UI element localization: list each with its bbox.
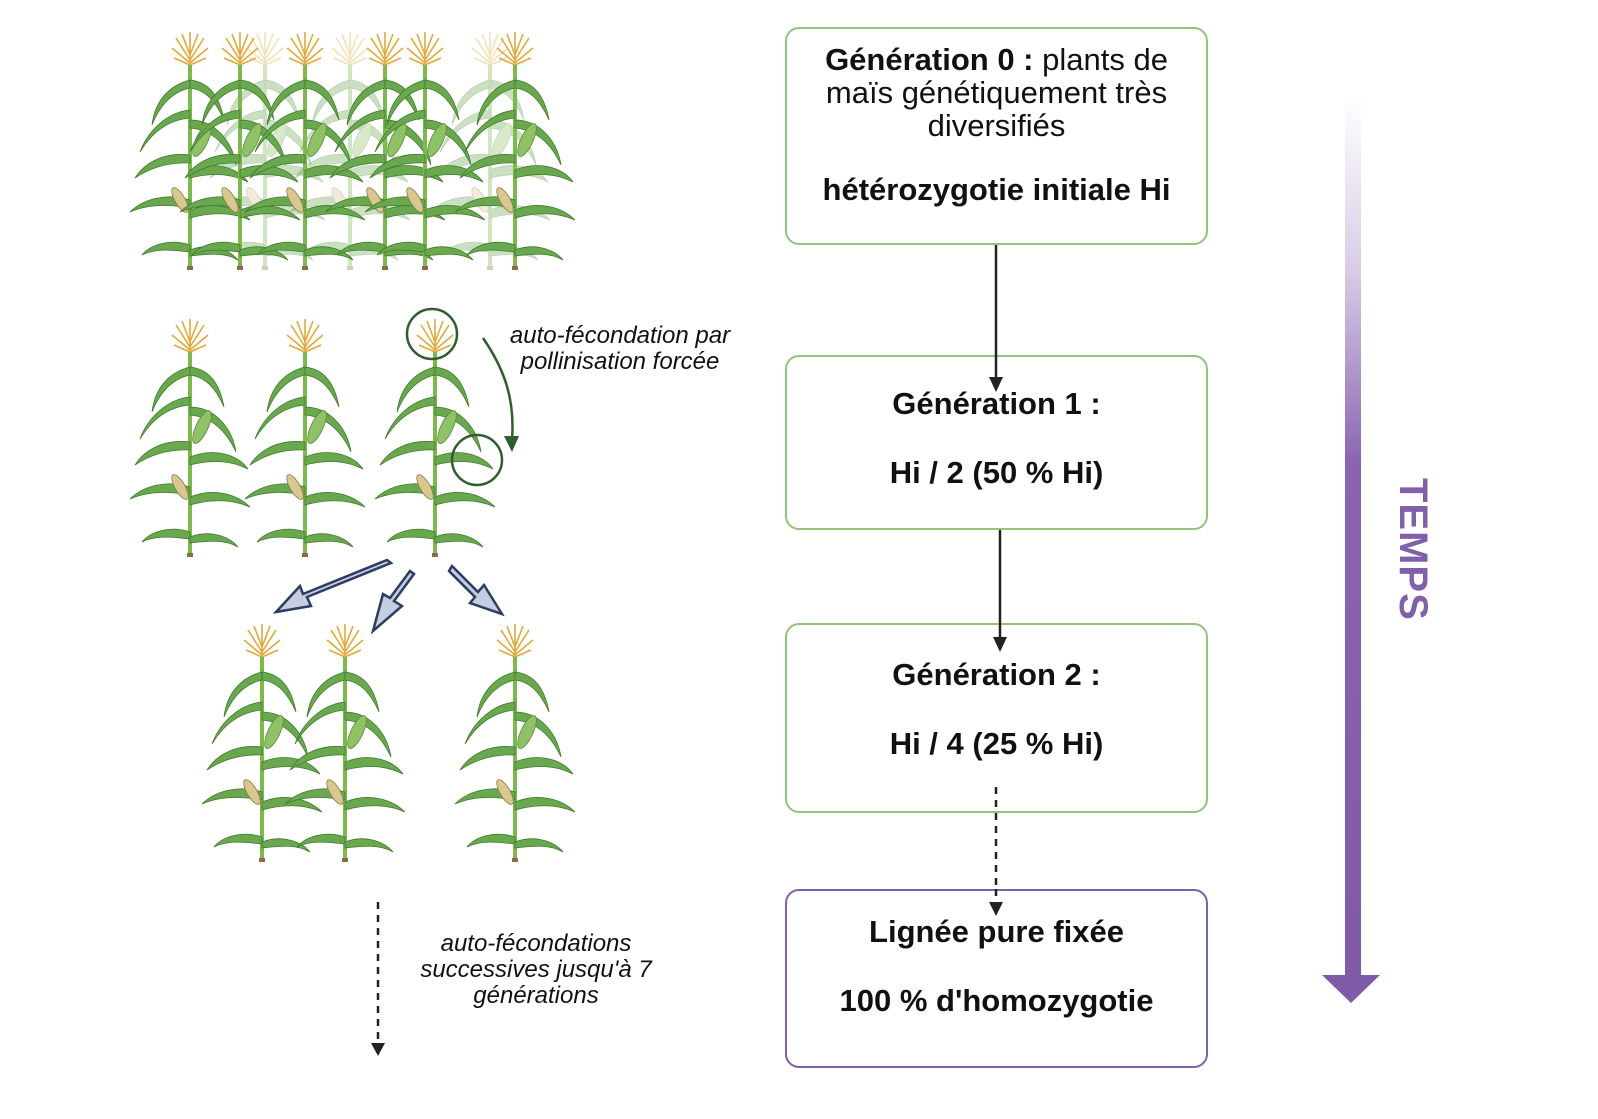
time-axis-arrow-head — [1322, 975, 1380, 1003]
corn-plant-icon — [453, 30, 577, 272]
successive-generations-annotation: auto-fécondations successives jusqu'à 7 … — [420, 930, 652, 1009]
gen0-description: Génération 0 : plants de maïs génétiquem… — [787, 43, 1206, 142]
offspring-arrows — [272, 558, 505, 635]
corn-plant-icon — [373, 317, 497, 559]
gen2-detail: Hi / 4 (25 % Hi) — [889, 726, 1104, 761]
pollination-arrow-head — [504, 436, 519, 452]
step-box-gen0: Génération 0 : plants de maïs génétiquem… — [785, 27, 1208, 245]
offspring-arrow-middle — [370, 569, 416, 635]
generation-1-plants — [128, 307, 519, 559]
corn-plant-icon — [243, 317, 367, 559]
gen0-title-rest: plants de maïs génétiquement très divers… — [825, 42, 1168, 143]
step-box-gen2: Génération 2 : Hi / 4 (25 % Hi) — [785, 623, 1208, 813]
gen0-detail: hétérozygotie initiale Hi — [822, 172, 1171, 207]
gen1-title: Génération 1 : — [892, 386, 1101, 421]
step-box-gen1: Génération 1 : Hi / 2 (50 % Hi) — [785, 355, 1208, 530]
generation-2-plants — [200, 622, 577, 864]
final-detail: 100 % d'homozygotie — [839, 983, 1154, 1018]
silk-highlight-circle — [450, 433, 504, 487]
corn-plant-icon — [128, 317, 252, 559]
corn-plant-icon — [453, 622, 577, 864]
gen2-title: Génération 2 : — [892, 657, 1101, 692]
step-box-final: Lignée pure fixée 100 % d'homozygotie — [785, 889, 1208, 1068]
successive-arrow-head — [371, 1043, 385, 1056]
time-axis-label: TEMPS — [1391, 478, 1435, 621]
corn-plant-icon — [200, 622, 324, 864]
gen0-title: Génération 0 : — [825, 42, 1034, 77]
tassel-highlight-circle — [405, 307, 459, 361]
gen1-detail: Hi / 2 (50 % Hi) — [889, 455, 1104, 490]
corn-plant-icon — [428, 30, 552, 272]
final-title: Lignée pure fixée — [869, 914, 1124, 949]
time-axis-bar — [1345, 95, 1361, 975]
corn-field-illustration — [128, 30, 577, 272]
pollination-arrow — [481, 337, 514, 441]
offspring-arrow-left — [272, 558, 394, 614]
offspring-arrow-right — [447, 563, 505, 617]
self-fertilization-annotation: auto-fécondation par pollinisation forcé… — [509, 322, 731, 375]
